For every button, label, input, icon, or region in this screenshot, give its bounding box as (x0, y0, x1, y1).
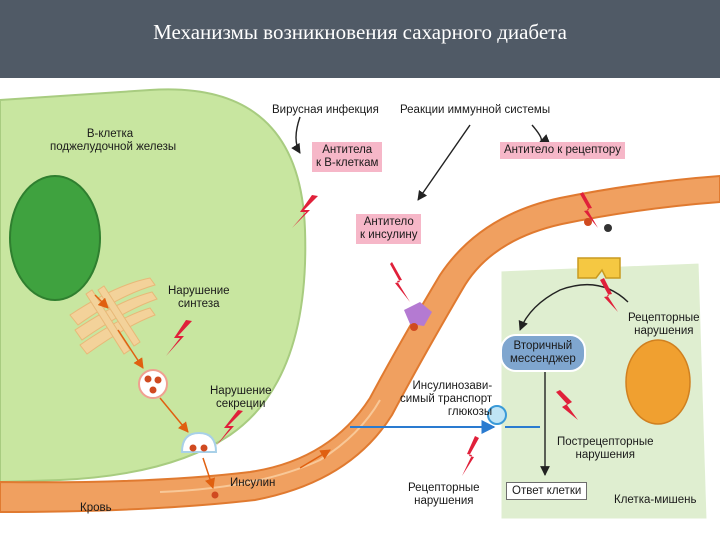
antibody-insulin-box: Антитело к инсулину (356, 214, 422, 244)
postreceptor-line1: Пострецепторные (557, 436, 654, 448)
slide-header: Механизмы возникновения сахарного диабет… (0, 0, 720, 78)
b-cell-nucleus (9, 175, 101, 301)
postreceptor-disorders-label: Пострецепторные нарушения (557, 436, 654, 462)
endoplasmic-reticulum (69, 277, 158, 355)
diagram-canvas: В-клетка поджелудочной железы Вирусная и… (0, 80, 720, 540)
secretion-disorder-label: Нарушение секреции (210, 385, 272, 411)
b-cell-label-line1: В-клетка (86, 128, 134, 140)
b-cell-label-line2: поджелудочной железы (50, 141, 177, 153)
receptor-bottom-line1: Рецепторные (408, 482, 480, 494)
antibody-blob (404, 302, 432, 326)
receptor-disorders-label: Рецепторные нарушения (628, 312, 700, 338)
receptor-disorders-line2: нарушения (634, 325, 694, 337)
blood-label: Кровь (80, 502, 112, 514)
insulin-pathway-arrows (94, 294, 331, 489)
viral-infection-label: Вирусная инфекция (272, 104, 379, 116)
secretion-line1: Нарушение (210, 385, 272, 397)
antibody-insulin-line1: Антитело (363, 216, 414, 228)
slide-title: Механизмы возникновения сахарного диабет… (153, 20, 567, 44)
cell-response-box: Ответ клетки (506, 482, 588, 500)
transport-line3: глюкозы (447, 406, 493, 418)
synthesis-line2: синтеза (178, 298, 220, 310)
messenger-line1: Вторичный (513, 340, 573, 352)
target-cell-nucleus (625, 339, 691, 425)
second-messenger: Вторичный мессенджер (500, 334, 586, 372)
glucose-transport-label: Инсулинозави- симый транспорт глюкозы (400, 380, 492, 419)
transport-line1: Инсулинозави- (412, 380, 493, 392)
diagram-svg (0, 88, 720, 522)
postreceptor-line2: нарушения (575, 449, 635, 461)
secretion-line2: секреции (216, 398, 266, 410)
transport-line2: симый транспорт (400, 393, 493, 405)
antibodies-b-line1: Антитела (322, 144, 373, 156)
secretion-vesicle (180, 431, 218, 453)
synthesis-disorder-label: Нарушение синтеза (168, 285, 230, 311)
receptor-disorders-bottom-label: Рецепторные нарушения (408, 482, 480, 508)
synthesis-line1: Нарушение (168, 285, 230, 297)
target-cell-body (498, 260, 710, 522)
blood-vessel (0, 174, 720, 514)
glucose-transporter (487, 405, 507, 425)
insulin-label: Инсулин (230, 477, 276, 489)
vesicle (138, 369, 168, 399)
b-cell-label: В-клетка поджелудочной железы (50, 128, 177, 154)
antibody-receptor-box: Антитело к рецептору (500, 142, 625, 159)
antibody-insulin-line2: к инсулину (360, 229, 418, 241)
lightning-bolts (166, 192, 618, 476)
messenger-line2: мессенджер (510, 353, 576, 365)
target-cell-label: Клетка-мишень (614, 494, 697, 506)
insulin-receptor (577, 257, 621, 279)
antibodies-b-cells-box: Антитела к В-клеткам (312, 142, 383, 172)
causal-arrows (291, 116, 629, 476)
antibodies-b-line2: к В-клеткам (316, 157, 379, 169)
receptor-bottom-line2: нарушения (414, 495, 474, 507)
receptor-antibody (584, 218, 592, 226)
insulin-molecule (211, 491, 219, 499)
immune-reactions-label: Реакции иммунной системы (400, 104, 551, 116)
receptor-disorders-line1: Рецепторные (628, 312, 700, 324)
